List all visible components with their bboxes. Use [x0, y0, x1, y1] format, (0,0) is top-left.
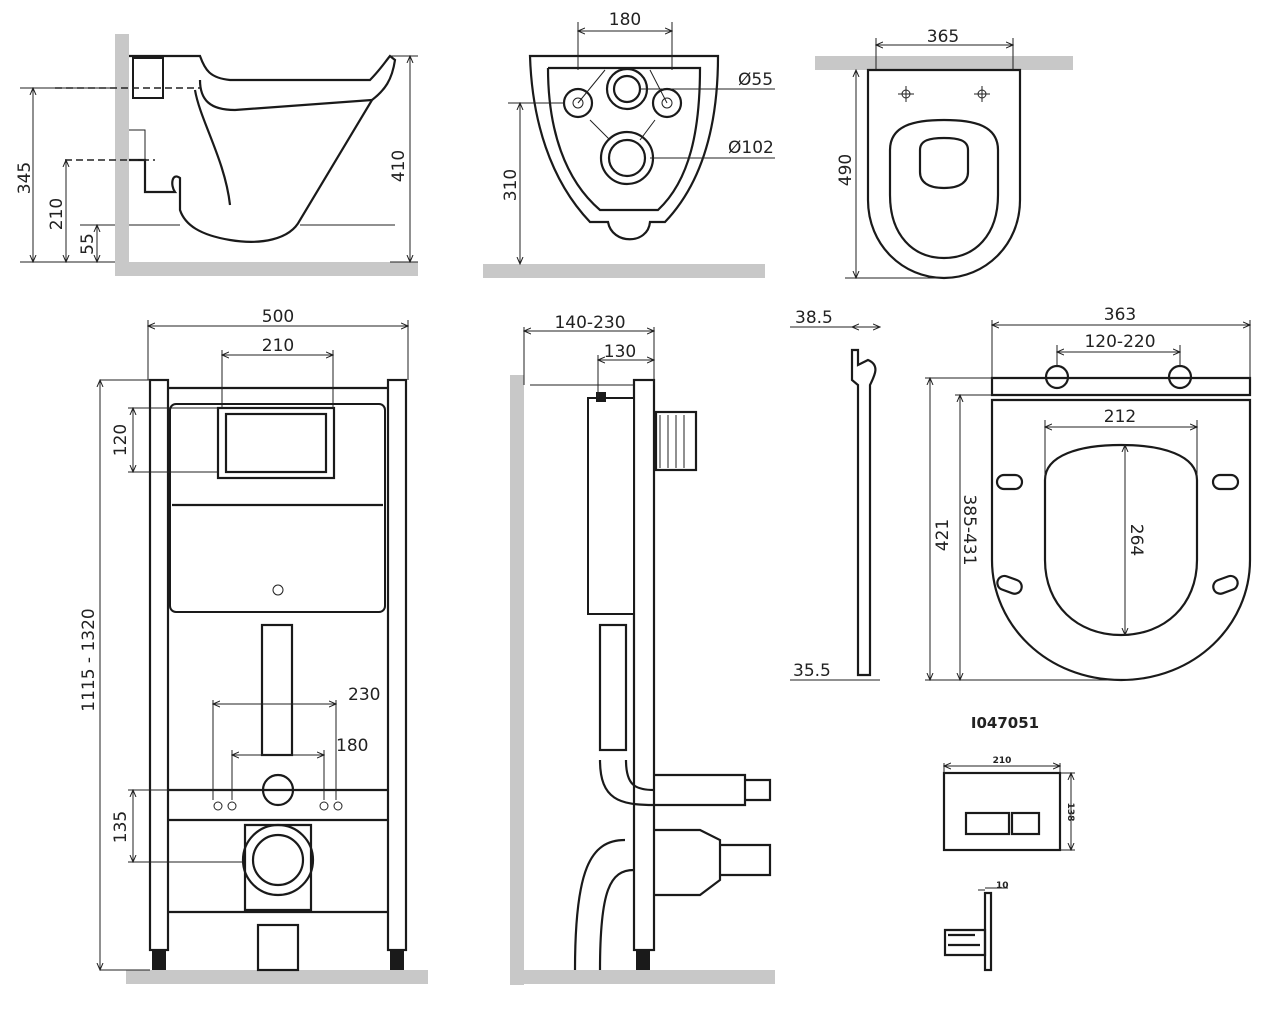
- dim-d102: Ø102: [728, 138, 774, 158]
- dim-180-frame: 180: [336, 736, 368, 756]
- dim-365: 365: [927, 27, 959, 47]
- dim-212: 212: [1104, 407, 1136, 427]
- seat-side-view: 38.5 35.5: [790, 308, 880, 681]
- toilet-top-view: 365 490: [815, 27, 1073, 280]
- dim-264: 264: [1126, 524, 1146, 556]
- dim-180: 180: [609, 10, 641, 30]
- dim-130: 130: [604, 342, 636, 362]
- dim-120: 120: [111, 424, 131, 456]
- dim-210-button: 210: [993, 756, 1012, 766]
- frame-side-view: 140-230 130: [510, 313, 775, 985]
- dim-140-230: 140-230: [554, 313, 625, 333]
- dim-385-431: 385-431: [959, 494, 979, 565]
- dim-height-total: 1115 - 1320: [79, 608, 99, 711]
- dim-421: 421: [933, 519, 953, 551]
- dim-410: 410: [389, 150, 409, 182]
- dim-210-frame: 210: [262, 336, 294, 356]
- dim-363: 363: [1104, 305, 1136, 325]
- flush-button-drawing: I047051 210 138 10: [942, 714, 1075, 972]
- dim-230: 230: [348, 685, 380, 705]
- dim-d55: Ø55: [738, 70, 773, 90]
- dim-345: 345: [15, 162, 35, 194]
- seat-top-view: 363 120-220 212 264 421 385-431: [925, 305, 1252, 682]
- toilet-back-view: 180 Ø55 Ø102 310: [483, 10, 775, 278]
- dim-38-5: 38.5: [795, 308, 833, 328]
- dim-490: 490: [836, 154, 856, 186]
- dim-135: 135: [111, 811, 131, 843]
- dim-10: 10: [996, 881, 1009, 891]
- dim-55: 55: [78, 233, 98, 255]
- dim-500: 500: [262, 307, 294, 327]
- toilet-side-view: 345 210 55 410: [15, 34, 418, 276]
- dim-35-5: 35.5: [793, 661, 831, 681]
- frame-front-view: 500 210 120 1115 - 1320 230 180 135: [79, 307, 428, 984]
- product-code: I047051: [971, 714, 1039, 732]
- dim-310: 310: [501, 169, 521, 201]
- dim-210: 210: [47, 198, 67, 230]
- dim-138: 138: [1065, 803, 1075, 822]
- dim-120-220: 120-220: [1084, 332, 1155, 352]
